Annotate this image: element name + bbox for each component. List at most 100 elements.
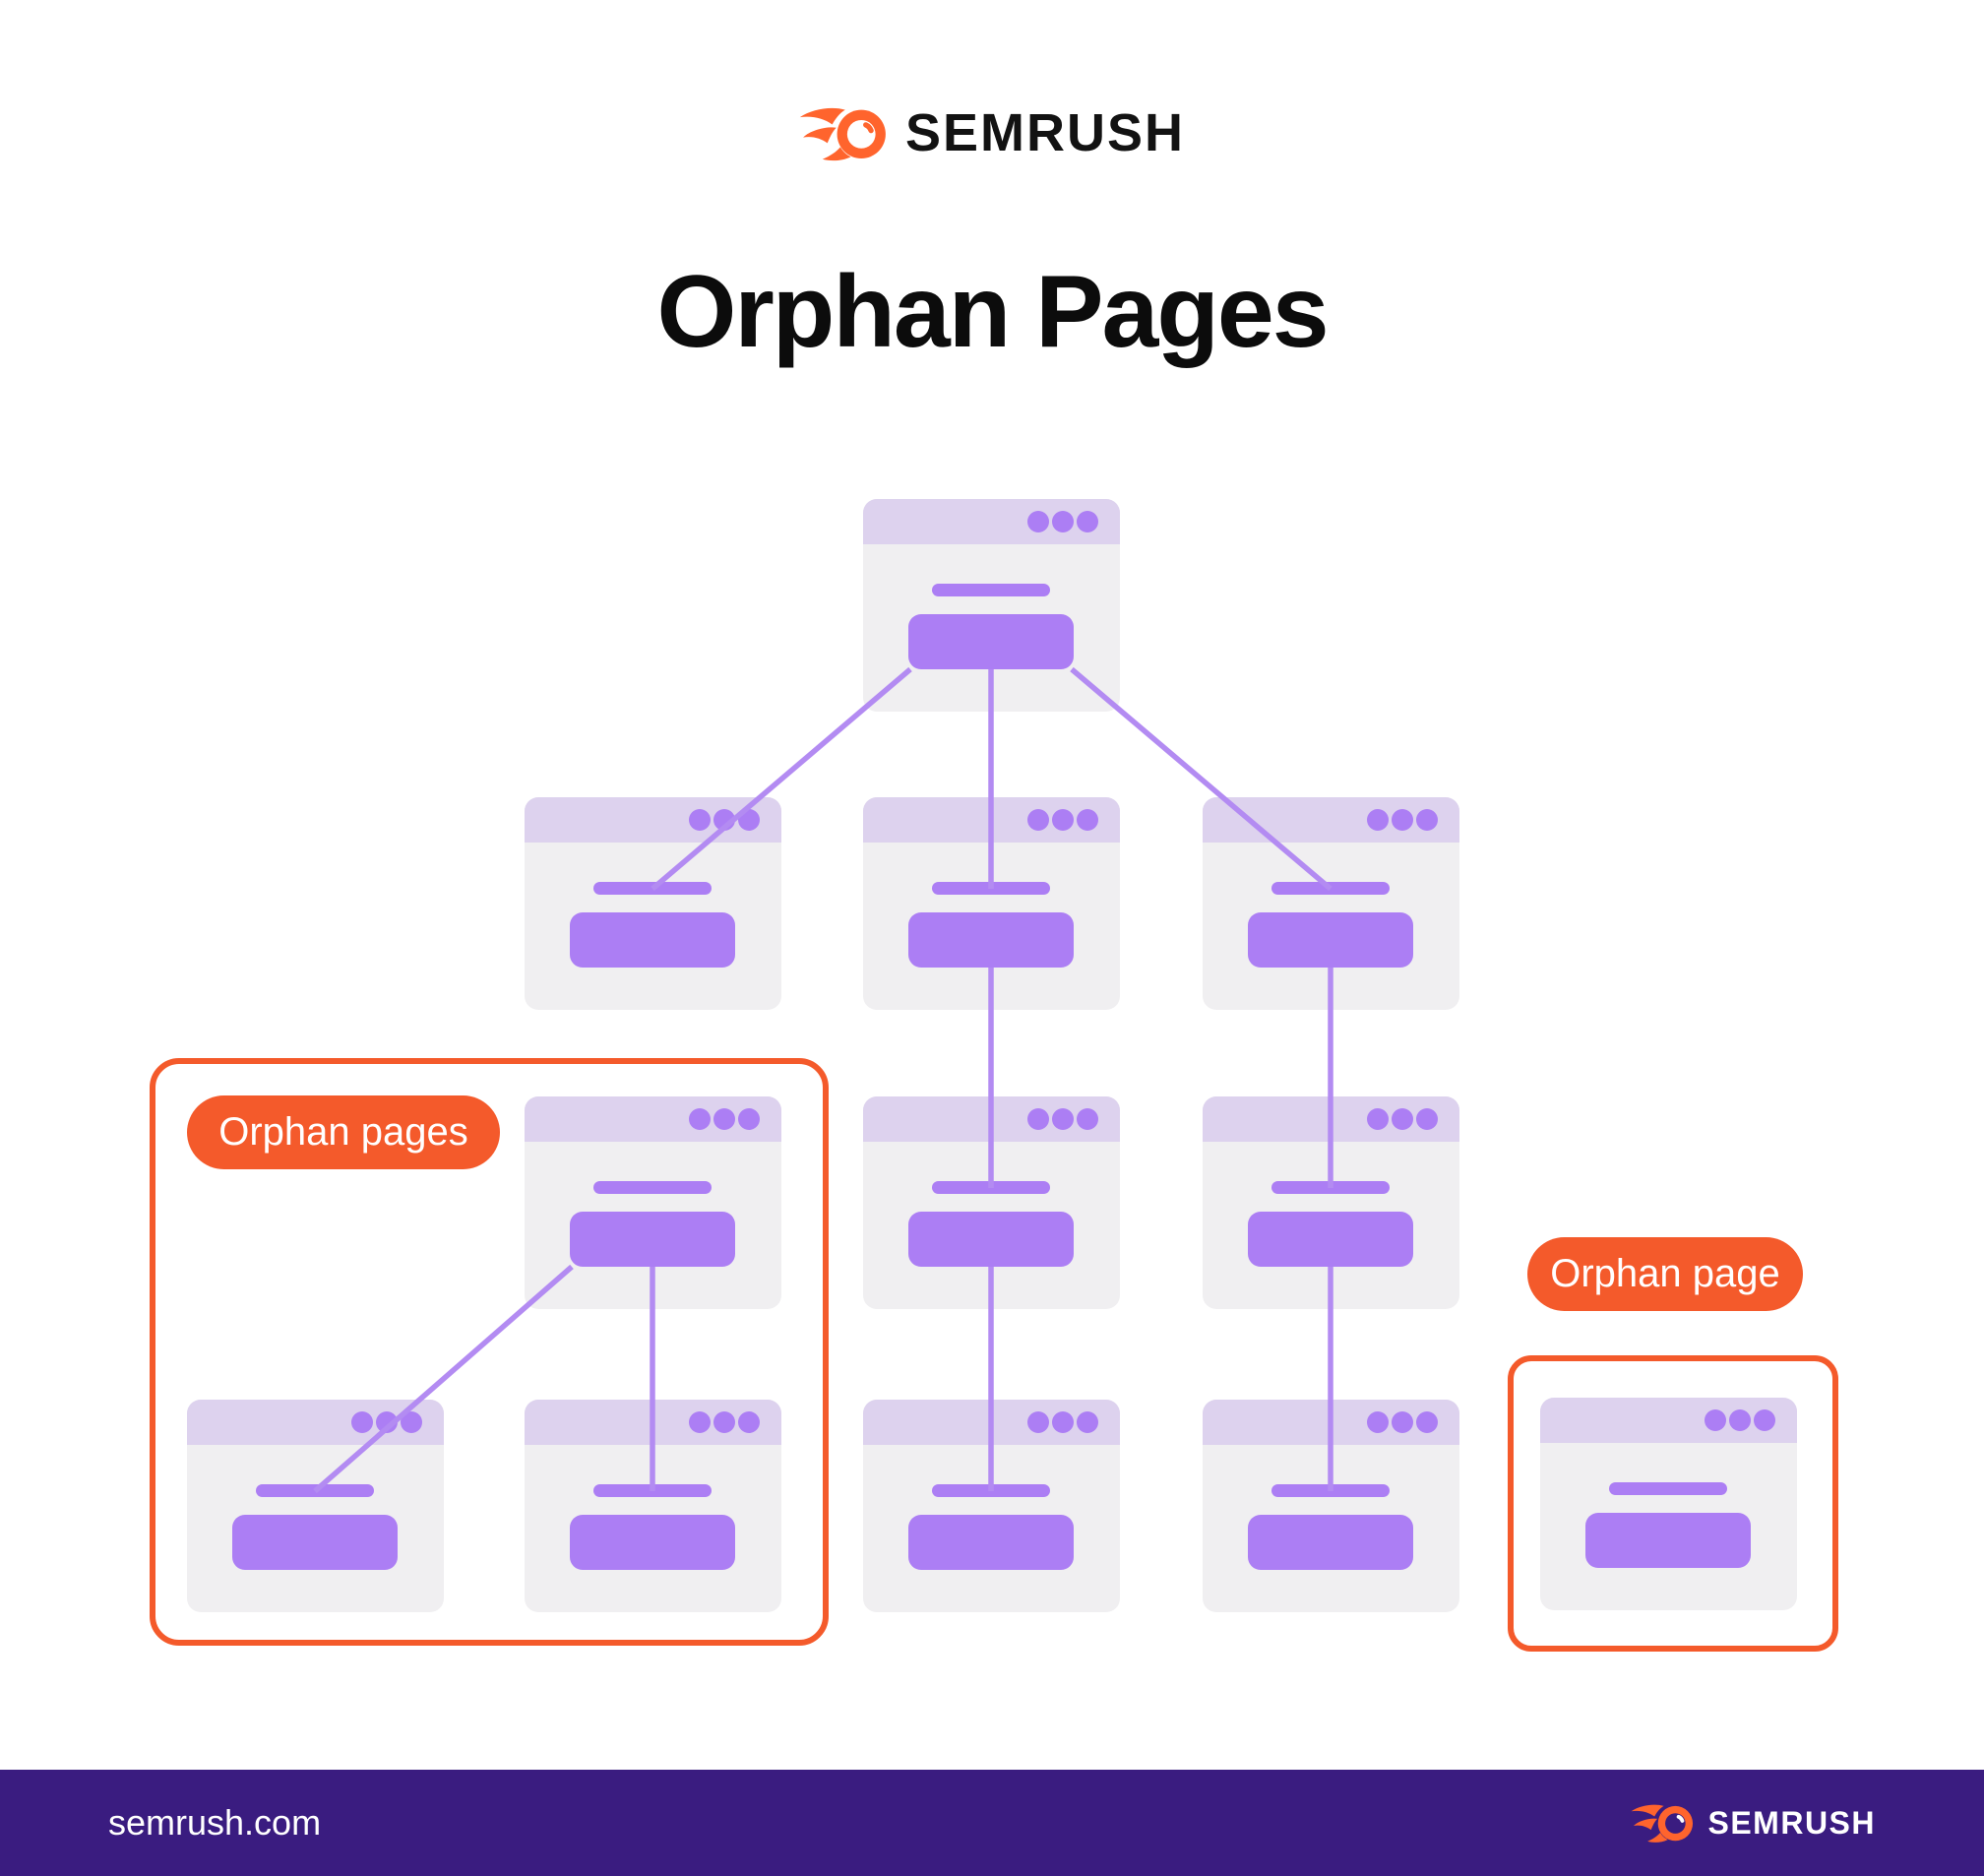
content-block-placeholder <box>1248 1515 1413 1570</box>
window-dot-icon <box>1754 1409 1775 1431</box>
page-card-row2-center <box>863 797 1120 1010</box>
window-dot-icon <box>713 809 735 831</box>
window-dot-icon <box>1077 1411 1098 1433</box>
title-bar-placeholder <box>932 584 1050 596</box>
window-dot-icon <box>689 1411 711 1433</box>
semrush-logo: SEMRUSH <box>799 102 1185 163</box>
window-dot-icon <box>1367 809 1389 831</box>
window-dot-icon <box>1416 809 1438 831</box>
window-dot-icon <box>1077 511 1098 532</box>
window-dot-icon <box>713 1108 735 1130</box>
page-card-home <box>863 499 1120 712</box>
page-card-row3-center <box>863 1096 1120 1309</box>
window-dot-icon <box>1027 1411 1049 1433</box>
semrush-flame-icon <box>799 107 886 160</box>
page-card-orphan-single <box>1540 1398 1797 1610</box>
window-dots-icon <box>1027 1411 1098 1433</box>
window-dot-icon <box>1027 809 1049 831</box>
window-dot-icon <box>713 1411 735 1433</box>
content-block-placeholder <box>908 1212 1074 1267</box>
content-block-placeholder <box>570 912 735 968</box>
title-bar-placeholder <box>593 1484 712 1497</box>
title-bar-placeholder <box>593 1181 712 1194</box>
window-dots-icon <box>1027 809 1098 831</box>
title-bar-placeholder <box>1271 882 1390 895</box>
orphan-pages-label: Orphan pages <box>187 1095 500 1169</box>
page-card-orphan-child-b <box>525 1400 781 1612</box>
window-dots-icon <box>1367 1411 1438 1433</box>
window-dot-icon <box>1052 809 1074 831</box>
title-bar-placeholder <box>1271 1484 1390 1497</box>
orphan-page-label: Orphan page <box>1527 1237 1803 1311</box>
title-bar-placeholder <box>932 882 1050 895</box>
title-bar-placeholder <box>932 1484 1050 1497</box>
page-card-orphan-child-a <box>187 1400 444 1612</box>
card-header <box>187 1400 444 1445</box>
window-dot-icon <box>1052 1411 1074 1433</box>
content-block-placeholder <box>1248 1212 1413 1267</box>
title-bar-placeholder <box>256 1484 374 1497</box>
card-header <box>863 797 1120 843</box>
footer-logo-text: SEMRUSH <box>1707 1804 1876 1841</box>
content-block-placeholder <box>1585 1513 1751 1568</box>
card-header <box>525 1400 781 1445</box>
window-dots-icon <box>1027 511 1098 532</box>
card-header <box>863 499 1120 544</box>
window-dot-icon <box>1077 809 1098 831</box>
content-block-placeholder <box>908 614 1074 669</box>
title-bar-placeholder <box>1609 1482 1727 1495</box>
page-card-row4-center <box>863 1400 1120 1612</box>
window-dots-icon <box>689 1411 760 1433</box>
content-block-placeholder <box>570 1515 735 1570</box>
footer: semrush.com SEMRUSH <box>0 1770 1984 1876</box>
window-dot-icon <box>1052 511 1074 532</box>
window-dot-icon <box>689 809 711 831</box>
semrush-flame-icon <box>1632 1804 1694 1843</box>
footer-logo: SEMRUSH <box>1631 1801 1876 1845</box>
window-dot-icon <box>738 1411 760 1433</box>
window-dot-icon <box>1077 1108 1098 1130</box>
window-dot-icon <box>376 1411 398 1433</box>
window-dots-icon <box>689 1108 760 1130</box>
orphan-page-group-box <box>1508 1355 1838 1652</box>
window-dot-icon <box>351 1411 373 1433</box>
content-block-placeholder <box>908 1515 1074 1570</box>
window-dot-icon <box>738 1108 760 1130</box>
page-title: Orphan Pages <box>656 255 1329 369</box>
window-dots-icon <box>1367 809 1438 831</box>
orphan-pages-group-box <box>150 1058 829 1646</box>
window-dots-icon <box>1705 1409 1775 1431</box>
title-bar-placeholder <box>932 1181 1050 1194</box>
card-header <box>1203 1400 1459 1445</box>
semrush-logo-text: SEMRUSH <box>904 103 1186 162</box>
content-block-placeholder <box>232 1515 398 1570</box>
window-dot-icon <box>1027 1108 1049 1130</box>
window-dot-icon <box>1392 809 1413 831</box>
content-block-placeholder <box>570 1212 735 1267</box>
window-dots-icon <box>1027 1108 1098 1130</box>
window-dot-icon <box>401 1411 422 1433</box>
card-header <box>863 1400 1120 1445</box>
card-header <box>863 1096 1120 1142</box>
window-dot-icon <box>1027 511 1049 532</box>
window-dot-icon <box>1392 1108 1413 1130</box>
card-header <box>525 1096 781 1142</box>
window-dot-icon <box>689 1108 711 1130</box>
card-header <box>525 797 781 843</box>
page-card-row4-right <box>1203 1400 1459 1612</box>
window-dots-icon <box>1367 1108 1438 1130</box>
window-dot-icon <box>1416 1411 1438 1433</box>
window-dot-icon <box>1367 1108 1389 1130</box>
page-card-row3-right <box>1203 1096 1459 1309</box>
window-dot-icon <box>1367 1411 1389 1433</box>
card-header <box>1203 1096 1459 1142</box>
window-dot-icon <box>738 809 760 831</box>
page-card-row2-right <box>1203 797 1459 1010</box>
title-bar-placeholder <box>593 882 712 895</box>
footer-url: semrush.com <box>108 1802 322 1843</box>
page-card-row2-left <box>525 797 781 1010</box>
window-dots-icon <box>689 809 760 831</box>
page-card-orphan-parent <box>525 1096 781 1309</box>
